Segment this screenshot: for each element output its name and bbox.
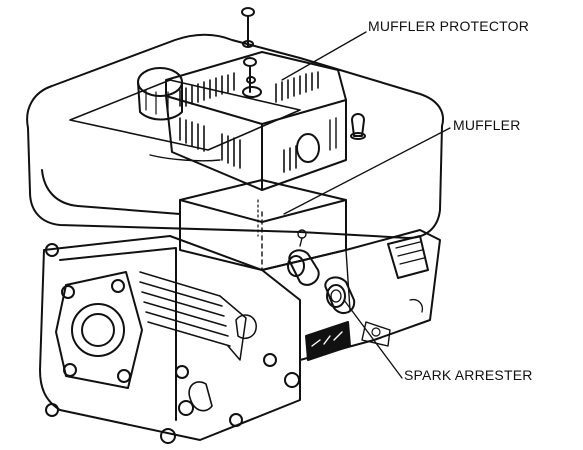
fuel-tank (26, 33, 444, 239)
muffler-protector (165, 51, 347, 191)
leader-muffler-protector (281, 31, 367, 81)
leader-spark-arrester (343, 299, 403, 379)
label-muffler-protector: MUFFLER PROTECTOR (368, 18, 530, 34)
label-spark-arrester: SPARK ARRESTER (404, 367, 533, 383)
leader-muffler (283, 127, 451, 215)
side-knob (350, 113, 366, 140)
logo-badge-icon (305, 321, 351, 361)
spark-arrester (287, 229, 356, 315)
fuel-cap (137, 67, 183, 121)
cylinder-fins (139, 271, 257, 361)
label-muffler: MUFFLER (453, 117, 521, 133)
protector-screw (241, 7, 262, 98)
crankcase (39, 235, 301, 444)
